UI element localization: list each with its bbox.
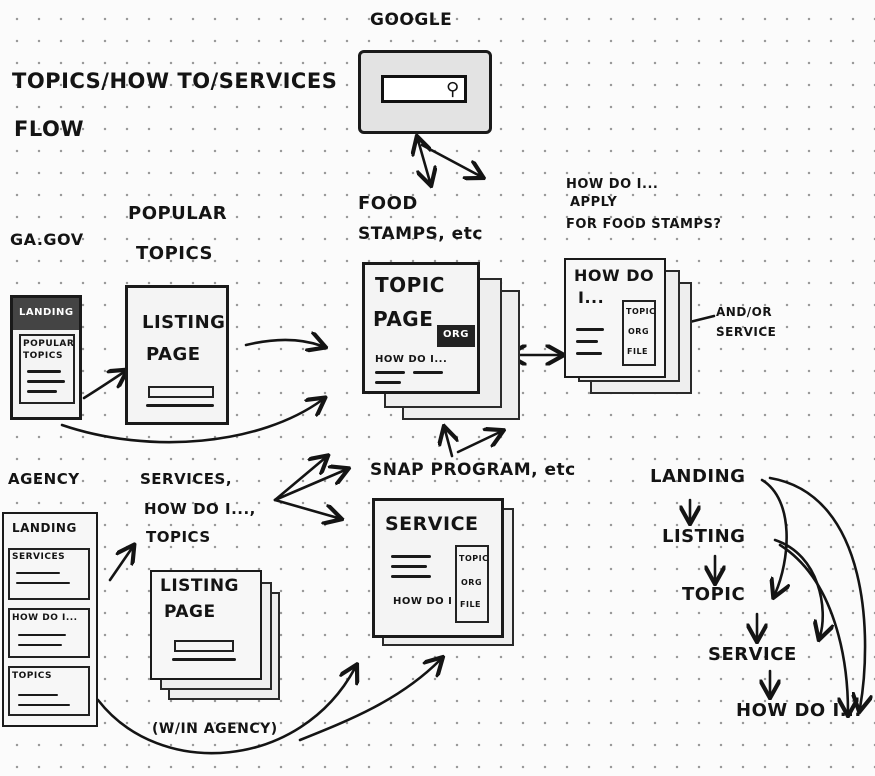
service-page: SERVICE HOW DO I TOPIC ORG FILE bbox=[372, 498, 504, 638]
arrow-agency-service-curve bbox=[96, 668, 355, 755]
topics-label: TOPICS bbox=[23, 351, 63, 361]
agency-listing-label: LISTING bbox=[160, 576, 240, 596]
side-topic: TOPIC bbox=[626, 307, 656, 316]
arrow-services-snap bbox=[273, 470, 345, 502]
curve-landing-topic bbox=[760, 478, 787, 594]
agency-services-label: SERVICES bbox=[12, 552, 66, 562]
arrow-topic-service-a bbox=[445, 430, 452, 458]
arrow-services-topic bbox=[273, 458, 325, 502]
agency-services-box: SERVICES bbox=[8, 548, 90, 600]
google-browser: ⚲ bbox=[358, 50, 492, 134]
arrow-landing-topic-curve bbox=[60, 400, 322, 444]
popular-label: POPULAR bbox=[23, 339, 75, 349]
service-side-box: TOPIC ORG FILE bbox=[455, 545, 489, 623]
arrow-google-topic-b bbox=[420, 143, 480, 176]
agency-label: AGENCY bbox=[8, 470, 80, 488]
how-do-label: HOW DO bbox=[574, 266, 655, 285]
agency-listing-page: LISTING PAGE bbox=[150, 570, 262, 680]
flow-title-line2: FLOW bbox=[14, 117, 84, 141]
side-org: ORG bbox=[628, 327, 650, 336]
hierarchy-item-topic: TOPIC bbox=[682, 584, 746, 605]
page-label: PAGE bbox=[146, 344, 201, 365]
food-stamps-line1: FOOD bbox=[358, 193, 418, 214]
popular-topics-listing-page: LISTING PAGE bbox=[125, 285, 229, 425]
ga-gov-landing-page: LANDING POPULAR TOPICS bbox=[10, 295, 82, 420]
topic-label: TOPIC bbox=[375, 273, 445, 297]
service-label: SERVICE bbox=[716, 325, 777, 339]
how-do-i-label: HOW DO I... bbox=[375, 354, 448, 365]
search-icon: ⚲ bbox=[446, 79, 460, 100]
org-box: ORG bbox=[437, 325, 475, 347]
how-do-page: HOW DO I... TOPIC ORG FILE bbox=[564, 258, 666, 378]
how-do-i-question-line3: FOR FOOD STAMPS? bbox=[566, 217, 722, 232]
agency-topics-label: TOPICS bbox=[12, 671, 52, 681]
ga-gov-label: GA.GOV bbox=[10, 230, 84, 249]
services-label-line1: SERVICES, bbox=[140, 470, 233, 488]
how-do-i-question-line2: APPLY bbox=[570, 195, 618, 210]
listing-label: LISTING bbox=[142, 312, 226, 333]
hierarchy-item-service: SERVICE bbox=[708, 644, 797, 665]
services-label-line2: HOW DO I..., bbox=[144, 500, 256, 518]
arrow-listing-service bbox=[298, 660, 440, 742]
service-side-org: ORG bbox=[461, 578, 483, 587]
agency-page-label: PAGE bbox=[164, 602, 216, 622]
service-title: SERVICE bbox=[385, 513, 479, 535]
services-label-line3: TOPICS bbox=[146, 528, 211, 546]
arrow-listing-topic bbox=[244, 340, 322, 346]
agency-topics-box: TOPICS bbox=[8, 666, 90, 716]
agency-listing-item bbox=[174, 640, 234, 652]
curve-landing-howdoi bbox=[768, 476, 865, 708]
google-search-bar[interactable]: ⚲ bbox=[381, 75, 467, 103]
arrow-landing-listing bbox=[82, 372, 124, 400]
how-do-side-box: TOPIC ORG FILE bbox=[622, 300, 656, 366]
arrow-topic-service-b bbox=[456, 432, 500, 454]
service-howdoi-label: HOW DO I bbox=[393, 596, 453, 607]
agency-listing-caption: (W/IN AGENCY) bbox=[152, 721, 278, 737]
hierarchy-item-howdoi: HOW DO I... bbox=[736, 700, 862, 721]
hierarchy-item-listing: LISTING bbox=[662, 526, 746, 547]
popular-topics-line1: POPULAR bbox=[128, 203, 228, 224]
agency-landing-page: LANDING SERVICES HOW DO I... TOPICS bbox=[2, 512, 98, 727]
flow-title-line1: TOPICS/HOW TO/SERVICES bbox=[12, 69, 338, 93]
page-label: PAGE bbox=[373, 307, 434, 331]
curve-listing-service bbox=[773, 538, 823, 636]
popular-topics-line2: TOPICS bbox=[136, 243, 213, 264]
arrow-google-topic-a bbox=[418, 140, 430, 182]
service-side-file: FILE bbox=[460, 600, 482, 609]
topic-page: TOPIC PAGE ORG HOW DO I... bbox=[362, 262, 480, 394]
agency-landing-label: LANDING bbox=[12, 521, 77, 535]
agency-howdoi-label: HOW DO I... bbox=[12, 613, 78, 623]
agency-howdoi-box: HOW DO I... bbox=[8, 608, 90, 658]
org-label: ORG bbox=[443, 329, 469, 340]
popular-topics-box: POPULAR TOPICS bbox=[19, 334, 75, 404]
food-stamps-line2: STAMPS, etc bbox=[358, 224, 483, 244]
snap-label: SNAP PROGRAM, etc bbox=[370, 460, 576, 480]
google-label: GOOGLE bbox=[370, 10, 453, 30]
i-label: I... bbox=[578, 288, 605, 307]
how-do-i-question-line1: HOW DO I... bbox=[566, 177, 659, 192]
hierarchy-item-landing: LANDING bbox=[650, 466, 746, 487]
and-or-label: AND/OR bbox=[716, 305, 773, 319]
service-side-topic: TOPIC bbox=[459, 554, 489, 563]
side-file: FILE bbox=[627, 347, 649, 356]
landing-header-label: LANDING bbox=[19, 307, 74, 318]
landing-header: LANDING bbox=[13, 298, 79, 330]
arrow-agency-listing bbox=[108, 548, 132, 582]
curve-listing-howdoi bbox=[778, 543, 848, 712]
listing-item bbox=[148, 386, 214, 398]
arrow-services-service bbox=[273, 498, 338, 518]
